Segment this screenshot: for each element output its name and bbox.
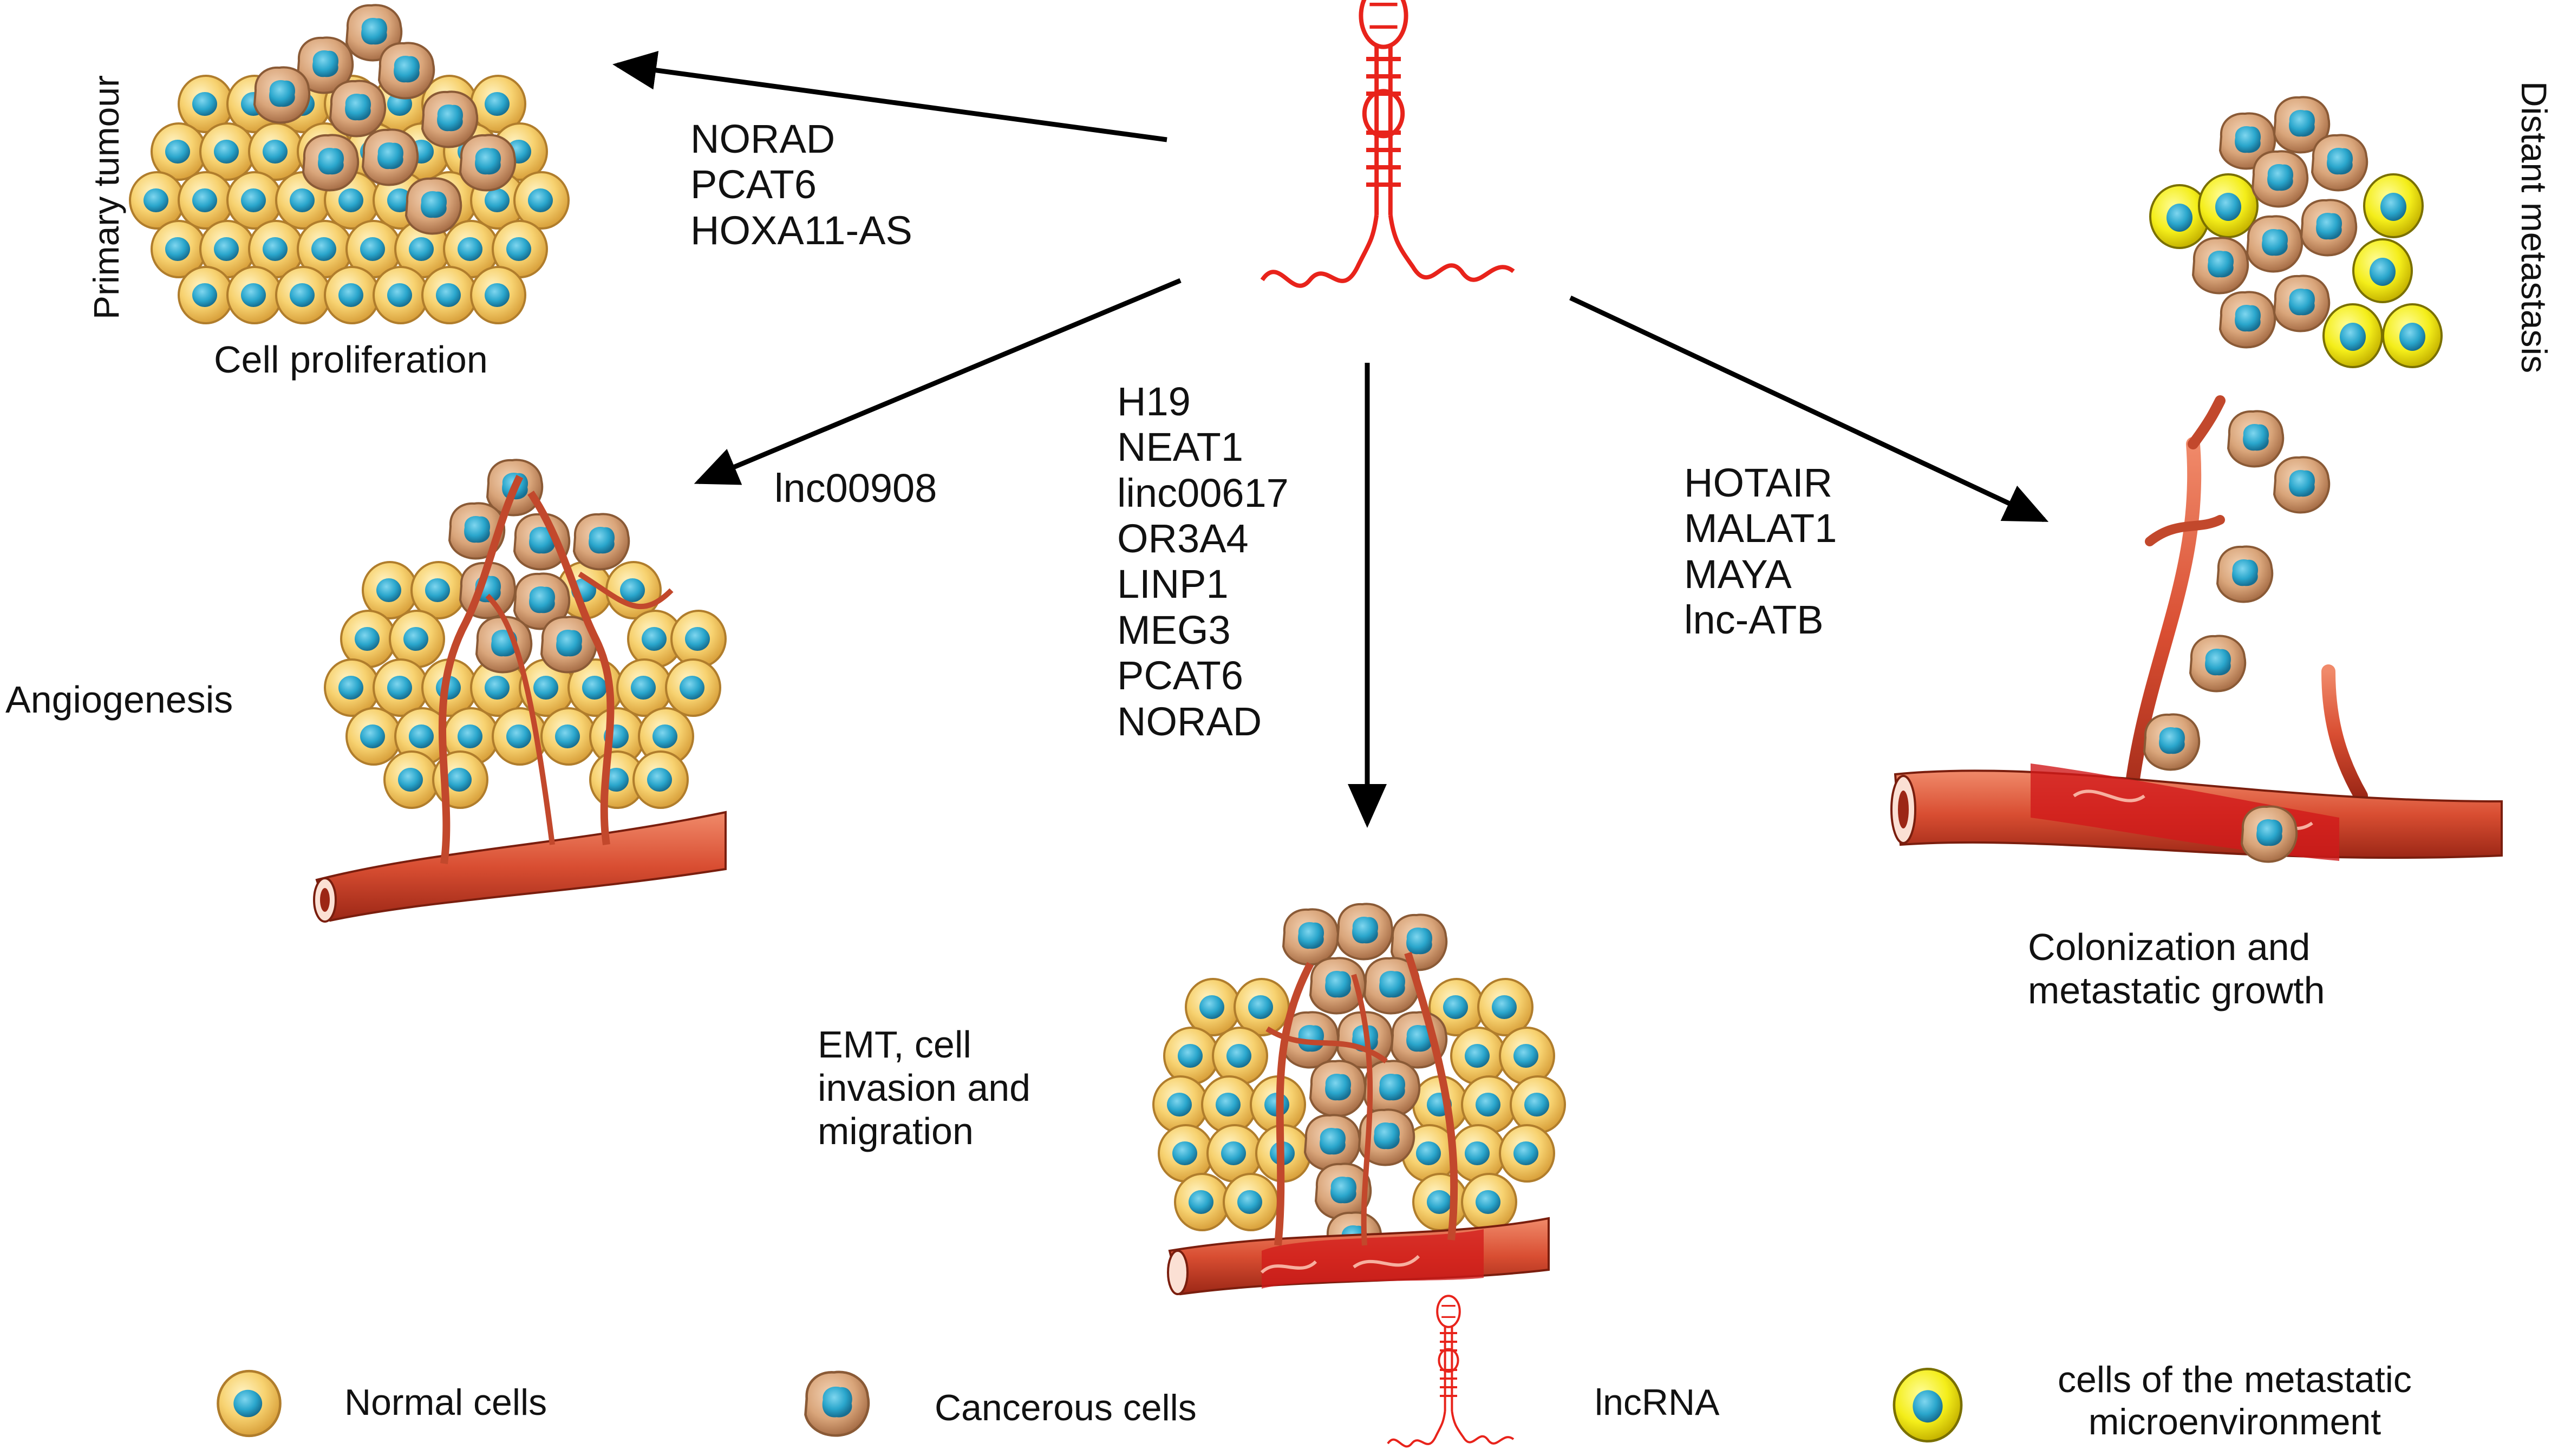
- legend-cancer-label: Cancerous cells: [935, 1387, 1197, 1428]
- lncrna-name: OR3A4: [1117, 516, 1249, 561]
- central-lncrna: [1262, 0, 1513, 286]
- legend-micro-icon: [1894, 1369, 1961, 1441]
- lncrna-name: MAYA: [1684, 551, 1792, 597]
- emt-cluster: [1152, 903, 1566, 1296]
- cell-proliferation-label: Cell proliferation: [214, 338, 488, 381]
- lncrna-name: NORAD: [690, 116, 836, 161]
- lncrna-name: linc00617: [1117, 470, 1289, 515]
- arrow-to-proliferation: [612, 51, 1167, 142]
- angiogenesis-cluster: [313, 459, 727, 923]
- legend-lncrna-icon: [1388, 1296, 1513, 1446]
- lncrna-name: HOXA11-AS: [690, 207, 912, 253]
- lncrna-name: H19: [1117, 379, 1191, 424]
- lncrna-name: lnc-ATB: [1684, 597, 1824, 643]
- lncrna-name: NORAD: [1117, 698, 1262, 744]
- arrow-to-metastasis: [1569, 295, 2049, 523]
- primary-tumour-label: Primary tumour: [86, 75, 126, 319]
- lncrna-name: PCAT6: [1117, 653, 1244, 698]
- distant-metastasis-label: Distant metastasis: [2514, 81, 2554, 374]
- primary-tumour-cluster: [129, 4, 570, 324]
- proliferation-lncrna-list: NORAD PCAT6 HOXA11-AS: [690, 116, 912, 253]
- lncrna-name: lnc00908: [774, 466, 937, 511]
- lncrna-name: MALAT1: [1684, 506, 1837, 551]
- legend-normal-label: Normal cells: [344, 1382, 547, 1423]
- arrow-to-angiogenesis: [694, 278, 1182, 485]
- lncrna-name: NEAT1: [1117, 425, 1244, 470]
- lncrna-name: MEG3: [1117, 607, 1231, 652]
- metastatic-colony: [2149, 96, 2443, 368]
- angiogenesis-lncrna-list: lnc00908: [774, 466, 937, 511]
- angiogenesis-label: Angiogenesis: [5, 678, 233, 721]
- legend-cancer-icon: [806, 1372, 869, 1435]
- legend-normal-icon: [218, 1371, 280, 1436]
- lncrna-name: PCAT6: [690, 162, 817, 207]
- legend-lncrna-label: lncRNA: [1595, 1382, 1720, 1423]
- lncrna-name: LINP1: [1117, 561, 1229, 607]
- metastasis-lncrna-list: HOTAIR MALAT1 MAYA lnc-ATB: [1684, 460, 1837, 643]
- lncrna-name: HOTAIR: [1684, 460, 1833, 505]
- emt-lncrna-list: H19 NEAT1 linc00617 OR3A4 LINP1 MEG3 PCA…: [1117, 379, 1289, 745]
- metastasis-vessel: [1890, 395, 2503, 863]
